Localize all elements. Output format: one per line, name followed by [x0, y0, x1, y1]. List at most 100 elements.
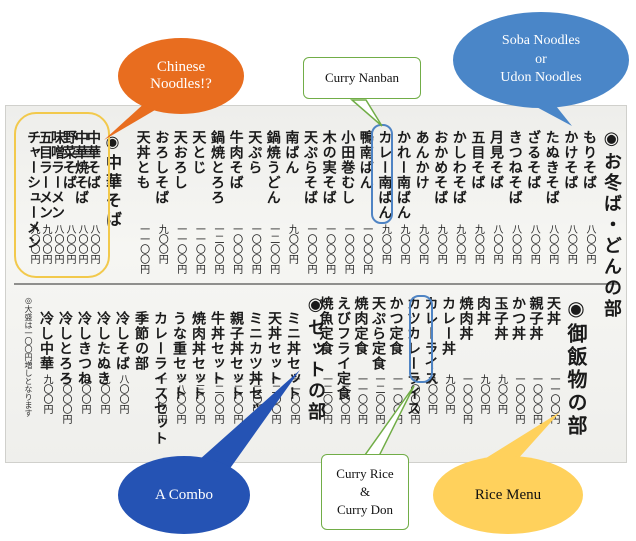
chinese-noodles-label: Chinese Noodles!? — [150, 59, 212, 92]
menu-item-price: 八〇〇円 — [528, 224, 540, 264]
menu-item-name: ざるそば — [525, 130, 542, 190]
menu-item-name: ミニカツ丼セット — [247, 311, 263, 431]
menu-item-name: 焼魚定食 — [317, 296, 334, 356]
menu-item-price: 一二〇〇円 — [212, 224, 223, 274]
menu-item-price: 一二〇〇円 — [320, 374, 332, 424]
menu-item-name: 天ぷらそば — [302, 130, 318, 205]
curry-rice-tail — [358, 385, 415, 463]
menu-item-name: 月見そば — [488, 130, 504, 190]
menu-item-price: 八〇〇円 — [565, 224, 577, 264]
menu-item-price: 九〇〇円 — [425, 374, 437, 414]
menu-item-price: 九〇〇円 — [416, 224, 428, 264]
menu-divider — [14, 283, 618, 285]
menu-item-name: かれー南ばん — [395, 130, 411, 220]
menu-item-name: 親子丼セット — [228, 311, 244, 401]
menu-item-name: 季節の部 — [133, 311, 149, 371]
chinese-noodles-callout: Chinese Noodles!? — [118, 38, 244, 114]
rice-tail — [470, 412, 560, 470]
menu-item-price: 一一〇〇円 — [355, 374, 367, 424]
menu-item-name: 南ばん — [283, 130, 300, 175]
menu-item-name: 冷し中華 — [38, 311, 54, 371]
menu-item-price: 九〇〇円 — [156, 224, 168, 264]
rice-menu-callout: Rice Menu — [433, 456, 583, 534]
menu-item-name: 木の実そば — [320, 130, 337, 205]
soba-udon-callout: Soba Noodles or Udon Noodles — [453, 12, 629, 108]
large-portion-footnote: ◎大盛は一〇〇円増しとなります — [24, 296, 33, 417]
menu-item-name: 焼肉丼 — [457, 296, 474, 341]
menu-item-price: 九〇〇円 — [472, 224, 484, 264]
menu-item-price: 一一〇〇円 — [155, 374, 166, 424]
menu-item-name: かけそば — [562, 130, 579, 190]
curry-rice-highlight — [409, 295, 433, 383]
menu-item-name: カレーライス — [422, 296, 439, 386]
rice-section-header: ◉御飯物の部 — [564, 296, 588, 438]
menu-item-name: 冷したぬき — [95, 311, 111, 386]
menu-item-name: 冷しきつね — [76, 311, 92, 386]
menu-item-price: 九〇〇円 — [453, 224, 465, 264]
menu-item-price: 一一〇〇円 — [174, 224, 186, 274]
menu-item-name: 味噌ラーメン — [49, 130, 65, 220]
menu-item-price: 一一〇〇円 — [137, 224, 149, 274]
menu-item-name: もりそば — [581, 130, 597, 190]
combo-tail — [190, 370, 300, 474]
menu-item-name: おろしそば — [153, 130, 170, 205]
menu-item-price: 一二〇〇円 — [212, 374, 223, 424]
menu-item-price: 九〇〇円 — [379, 224, 391, 264]
menu-item-price: 一〇〇〇円 — [360, 224, 372, 274]
menu-item-price: 八〇〇円 — [52, 224, 63, 264]
menu-item-name: 五目ラーメン — [37, 130, 53, 220]
menu-item-name: 天とじ — [190, 130, 207, 175]
menu-item-name: きつねそば — [506, 130, 523, 205]
menu-item-price: 一一〇〇円 — [193, 224, 205, 274]
menu-item-price: 一〇〇〇円 — [460, 374, 472, 424]
menu-item-price: 一〇〇〇円 — [230, 224, 242, 274]
menu-item-name: 天丼セット — [266, 311, 282, 386]
chuka-soba-header: ◉中華そば — [103, 132, 122, 230]
menu-item-price: 九〇〇円 — [495, 374, 507, 414]
menu-item-price: 一三〇〇円 — [193, 374, 204, 424]
menu-item-price: 八〇〇円 — [546, 224, 558, 264]
chinese-noodles-highlight — [14, 112, 110, 278]
menu-item-name: 焼肉丼セット — [190, 311, 206, 401]
menu-item-price: 九〇〇円 — [478, 374, 489, 414]
menu-item-name: かつ定食 — [387, 296, 404, 356]
menu-item-name: 冷しとろろ — [57, 311, 73, 386]
menu-item-price: 一〇〇〇円 — [513, 374, 524, 424]
menu-item-name: 天おろし — [171, 130, 188, 190]
soba-udon-section-header: ◉お冬ば・どんの部 — [601, 128, 622, 320]
menu-item-price: 九〇〇円 — [40, 224, 51, 264]
menu-item-name: たぬきそば — [543, 130, 560, 205]
curry-nanban-label: Curry Nanban — [324, 70, 399, 85]
menu-item-name: 牛丼セット — [209, 311, 225, 386]
nanban-tail — [349, 99, 383, 127]
menu-item-name: 天ぷら定食 — [370, 296, 386, 371]
menu-item-name: 肉丼 — [475, 296, 491, 326]
menu-item-name: 天丼とも — [134, 130, 151, 190]
menu-item-price: 九〇〇円 — [398, 224, 409, 264]
menu-item-price: 一八〇〇円 — [174, 374, 185, 424]
menu-item-price: 一〇〇〇円 — [323, 224, 335, 274]
menu-item-price: 八〇〇円 — [509, 224, 521, 264]
menu-item-name: ミニ丼セット — [285, 311, 301, 401]
menu-item-price: 九〇〇円 — [41, 374, 52, 414]
menu-item-price: 八〇〇円 — [64, 224, 75, 264]
menu-item-name: 中華そば — [85, 130, 101, 190]
menu-item-price: 一〇〇〇円 — [530, 374, 542, 424]
menu-item-price: 一一〇〇円 — [390, 374, 402, 424]
menu-item-price: 九〇〇円 — [98, 374, 109, 414]
menu-item-price: 九〇〇円 — [443, 374, 454, 414]
menu-item-price: 八〇〇円 — [584, 224, 595, 264]
menu-item-name: 天丼 — [545, 296, 561, 326]
menu-item-name: かしわそば — [450, 130, 467, 205]
menu-item-name: 冷しそば — [114, 311, 130, 371]
menu-item-price: 一一〇〇円 — [548, 374, 559, 424]
curry-rice-callout: Curry Rice & Curry Don — [321, 454, 409, 530]
menu-item-name: チャーシューメン — [25, 130, 41, 250]
menu-item-name: 小田巻むし — [339, 130, 356, 205]
rice-menu-label: Rice Menu — [474, 486, 542, 503]
menu-item-price: 九〇〇円 — [79, 374, 90, 414]
menu-item-price: 一二〇〇円 — [231, 374, 242, 424]
menu-item-name: あんかけ — [413, 130, 430, 190]
menu-item-name: 天ぷら — [246, 130, 263, 175]
menu-item-price: 一〇〇〇円 — [249, 224, 261, 274]
